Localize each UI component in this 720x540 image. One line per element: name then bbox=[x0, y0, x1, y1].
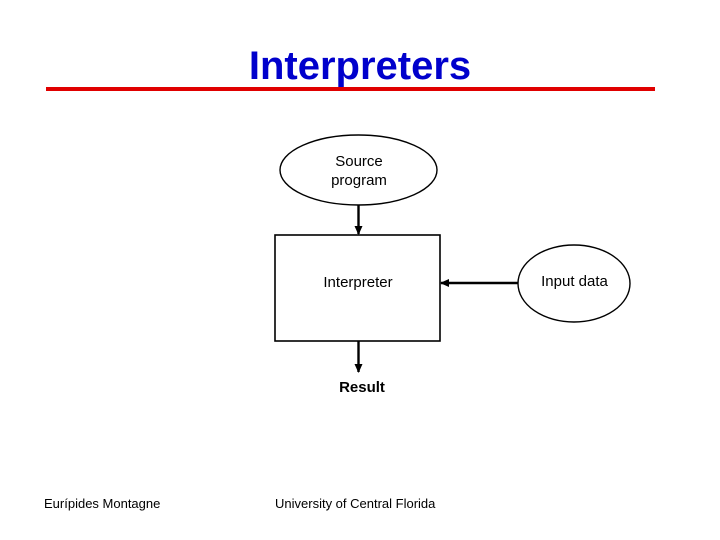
page-title: Interpreters bbox=[248, 44, 472, 88]
footer-author: Eurípides Montagne bbox=[44, 496, 161, 511]
footer-institution: University of Central Florida bbox=[275, 496, 436, 511]
title-divider-rule bbox=[46, 87, 655, 91]
source-program-label: Source program bbox=[331, 153, 387, 189]
input-data-label: Input data bbox=[541, 273, 608, 290]
result-label: Result bbox=[339, 379, 385, 396]
interpreter-label: Interpreter bbox=[323, 274, 393, 291]
